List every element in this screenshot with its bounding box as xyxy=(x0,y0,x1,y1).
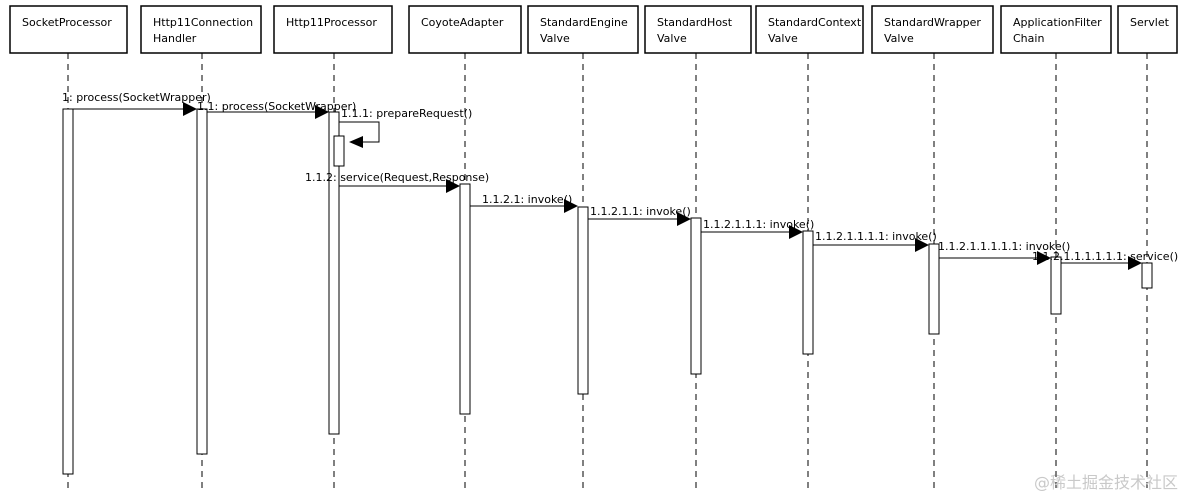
activation-bar-p2-0 xyxy=(328,111,340,435)
participant-label: SocketProcessor xyxy=(22,16,112,29)
participant-label: StandardWrapper xyxy=(884,16,981,29)
participant-label: Handler xyxy=(153,32,197,45)
message-label: 1: process(SocketWrapper) xyxy=(62,91,211,104)
message-label: 1.1.2.1.1.1.1.1: invoke() xyxy=(938,240,1070,253)
participant-label: StandardContext xyxy=(768,16,862,29)
activation-bar-p7-0 xyxy=(928,243,940,335)
message: 1.1: process(SocketWrapper) xyxy=(197,100,356,119)
watermark-text: @稀土掘金技术社区 xyxy=(1033,473,1178,492)
activation-bar-p9-0 xyxy=(1141,262,1153,289)
message: 1.1.2.1.1.1.1.1: invoke() xyxy=(938,240,1070,265)
message: 1.1.1: prepareRequest() xyxy=(339,107,472,148)
arrow-head xyxy=(1128,256,1142,270)
activation-bar-p4-0 xyxy=(577,206,589,395)
participant-box-frame xyxy=(408,5,522,54)
activation-bar-p1-0 xyxy=(196,108,208,455)
message: 1: process(SocketWrapper) xyxy=(62,91,211,116)
participant-label: StandardEngine xyxy=(540,16,628,29)
activation-bar-p6-0 xyxy=(802,230,814,355)
participant-label: CoyoteAdapter xyxy=(421,16,504,29)
self-message-line xyxy=(339,121,380,143)
lifelines xyxy=(67,53,1148,488)
arrow-head xyxy=(183,102,197,116)
participant-box-frame xyxy=(871,5,994,54)
messages: 1: process(SocketWrapper)1.1: process(So… xyxy=(62,91,1178,270)
participant-box: Servlet xyxy=(1117,5,1178,54)
participant-label: Valve xyxy=(540,32,570,45)
arrow-head xyxy=(915,238,929,252)
participant-label: ApplicationFilter xyxy=(1013,16,1102,29)
participant-label: Http11Connection xyxy=(153,16,253,29)
message-label: 1.1.2.1.1.1.1: invoke() xyxy=(815,230,937,243)
participant-box-frame xyxy=(9,5,128,54)
activation-bar-p8-0 xyxy=(1050,256,1062,315)
participant-label: Http11Processor xyxy=(286,16,377,29)
arrow-head xyxy=(564,199,578,213)
participant-label: Servlet xyxy=(1130,16,1170,29)
message-label: 1.1.2.1.1.1: invoke() xyxy=(703,218,814,231)
activation-bar-p3-0 xyxy=(459,183,471,415)
participant-box-frame xyxy=(644,5,752,54)
message-label: 1.1.2.1.1.1.1.1.1: service() xyxy=(1032,250,1178,263)
participant-box-frame xyxy=(1117,5,1178,54)
arrow-head xyxy=(677,212,691,226)
arrow-head xyxy=(446,179,460,193)
message: 1.1.2.1: invoke() xyxy=(470,193,578,213)
arrow-head xyxy=(315,105,329,119)
arrow-head xyxy=(1037,251,1051,265)
message: 1.1.2: service(Request,Response) xyxy=(305,171,489,193)
participant-label: Valve xyxy=(657,32,687,45)
participant-label: StandardHost xyxy=(657,16,733,29)
participant-box: CoyoteAdapter xyxy=(408,5,522,54)
participant-box-frame xyxy=(755,5,864,54)
message: 1.1.2.1.1.1.1.1.1: service() xyxy=(1032,250,1178,270)
activation-bar-p2-1 xyxy=(333,135,345,167)
message-label: 1.1.2.1: invoke() xyxy=(482,193,572,206)
message-label: 1.1: process(SocketWrapper) xyxy=(197,100,356,113)
message: 1.1.2.1.1.1.1: invoke() xyxy=(813,230,937,252)
participant-box: SocketProcessor xyxy=(9,5,128,54)
participant-box-frame xyxy=(273,5,393,54)
message-label: 1.1.2: service(Request,Response) xyxy=(305,171,489,184)
activation-bar-p5-0 xyxy=(690,217,702,375)
participant-box-frame xyxy=(527,5,639,54)
message-label: 1.1.2.1.1: invoke() xyxy=(590,205,691,218)
participant-label: Chain xyxy=(1013,32,1044,45)
arrow-head xyxy=(349,136,363,148)
participant-box-frame xyxy=(1000,5,1112,54)
participant-label: Valve xyxy=(884,32,914,45)
message-label: 1.1.1: prepareRequest() xyxy=(341,107,472,120)
participant-label: Valve xyxy=(768,32,798,45)
activation-bar-p0-0 xyxy=(62,108,74,475)
arrow-head xyxy=(789,225,803,239)
activation-bars xyxy=(62,108,1153,475)
participant-box: Http11Processor xyxy=(273,5,393,54)
message: 1.1.2.1.1.1: invoke() xyxy=(701,218,814,239)
message: 1.1.2.1.1: invoke() xyxy=(588,205,691,226)
participant-box-frame xyxy=(140,5,262,54)
